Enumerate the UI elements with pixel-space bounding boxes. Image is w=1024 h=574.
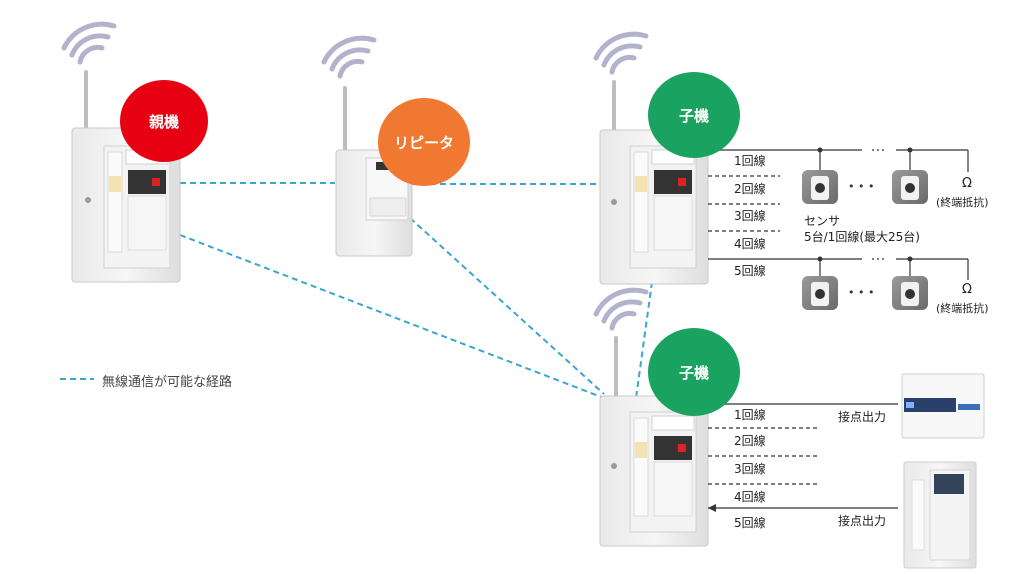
parent-badge: 親機 [120, 80, 208, 162]
contact-output-label: 接点出力 [838, 410, 887, 424]
parent-device-image [71, 127, 181, 283]
upper-circuit-label: 1回線 [734, 154, 766, 168]
lower-wiring [708, 403, 898, 509]
child-lower-badge: 子機 [648, 328, 740, 416]
terminal-label: (終端抵抗) [936, 302, 989, 315]
upper-wiring-nodes [817, 147, 913, 262]
upper-circuit-label: 2回線 [734, 182, 766, 196]
lower-circuit-label: 3回線 [734, 462, 766, 476]
sensor-icons [802, 170, 928, 310]
external-panel-image [901, 373, 985, 439]
lower-circuit-label: 1回線 [734, 408, 766, 422]
wave-child-lower-icon [593, 287, 649, 331]
repeater-badge: リピータ [378, 98, 470, 186]
sensor-icon [802, 170, 838, 204]
sensor-icon [802, 276, 838, 310]
terminal-label: (終端抵抗) [936, 196, 989, 209]
path-repeater-child2 [409, 217, 605, 395]
upper-circuit-label: 4回線 [734, 237, 766, 251]
upper-circuit-label: 5回線 [734, 264, 766, 278]
wave-parent-icon [61, 21, 117, 65]
lower-circuit-label: 5回線 [734, 516, 766, 530]
wave-child-upper-icon [593, 31, 649, 75]
terminal-symbol: Ω [962, 176, 972, 191]
wireless-paths [60, 182, 653, 399]
legend-label: 無線通信が可能な経路 [102, 375, 233, 390]
upper-circuit-label: 3回線 [734, 209, 766, 223]
sensor-icon [892, 276, 928, 310]
wave-icons [61, 21, 649, 331]
terminal-symbol: Ω [962, 282, 972, 297]
sensor-note-line1: センサ [804, 214, 841, 228]
lower-circuit-label: 2回線 [734, 434, 766, 448]
external-cabinet-image [903, 461, 977, 569]
sensor-ellipsis: • • • [848, 180, 875, 193]
lower-circuit-label: 4回線 [734, 490, 766, 504]
sensor-icon [892, 170, 928, 204]
child-lower-device-image [599, 395, 709, 547]
child-upper-badge: 子機 [648, 72, 740, 158]
path-parent-child2 [179, 234, 605, 399]
sensor-note-line2: 5台/1回線(最大25台) [804, 230, 920, 244]
antennas [84, 70, 618, 400]
wave-repeater-icon [321, 35, 377, 79]
contact-output-label: 接点出力 [838, 514, 887, 528]
sensor-ellipsis: • • • [848, 286, 875, 299]
